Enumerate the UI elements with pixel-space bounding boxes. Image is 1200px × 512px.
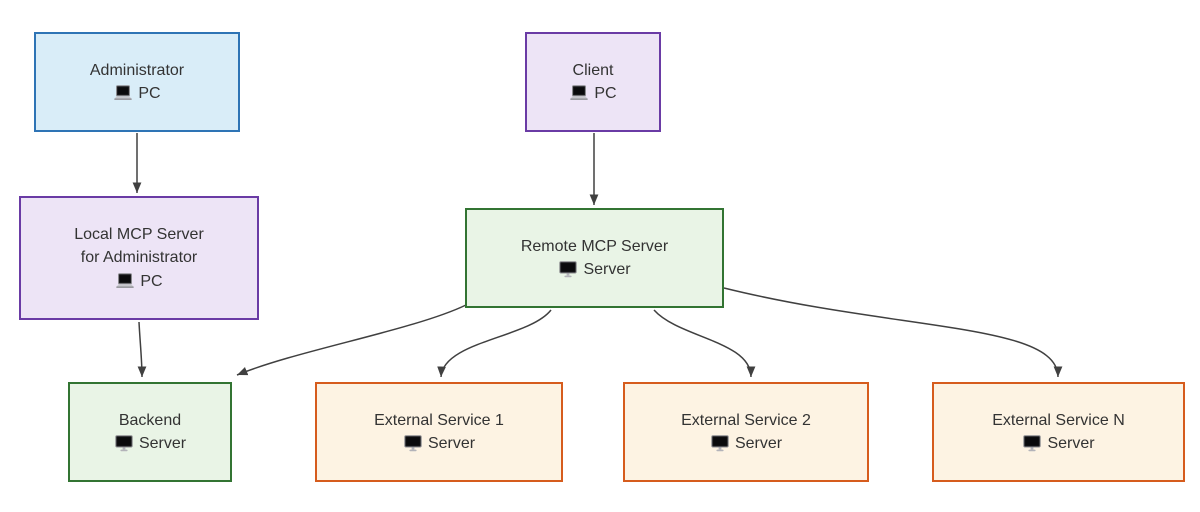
node-title-line: External Service N	[992, 411, 1125, 429]
laptop-icon	[115, 272, 135, 290]
node-title-line: for Administrator	[80, 249, 198, 267]
node-external-service-n: External Service N Server	[932, 382, 1185, 482]
node-device-row: PC	[115, 270, 163, 293]
device-label: PC	[140, 272, 163, 290]
node-title-line: Administrator	[89, 61, 185, 79]
monitor-icon	[114, 435, 134, 452]
monitor-icon	[558, 261, 578, 278]
node-title-line: Local MCP Server	[74, 226, 204, 244]
monitor-icon	[1022, 435, 1042, 452]
device-label: Server	[427, 435, 476, 452]
node-external-service-1: External Service 1 Server	[315, 382, 563, 482]
node-external-service-2: External Service 2 Server	[623, 382, 869, 482]
device-label: PC	[138, 85, 161, 102]
device-label: Server	[1047, 435, 1095, 452]
monitor-icon	[710, 435, 730, 452]
node-device-row: PC	[569, 82, 617, 105]
monitor-icon	[403, 435, 423, 452]
laptop-icon	[113, 85, 133, 102]
node-device-row: Server	[1022, 432, 1095, 455]
node-title-line: External Service 1	[374, 411, 504, 429]
edge-remote-mcp-server-to-external-service-n	[723, 287, 1063, 378]
device-label: Server	[734, 435, 783, 452]
device-label: Server	[583, 261, 631, 278]
edge-local-mcp-server-to-backend-server	[137, 321, 147, 378]
edge-remote-mcp-server-to-external-service-2	[653, 309, 756, 378]
device-label: Server	[138, 435, 187, 452]
edge-remote-mcp-server-to-backend-server	[236, 304, 467, 376]
node-device-row: PC	[113, 82, 161, 105]
node-device-row: Server	[114, 432, 186, 455]
device-label: PC	[594, 85, 617, 102]
node-device-row: Server	[710, 432, 782, 455]
laptop-icon	[569, 85, 589, 102]
edge-remote-mcp-server-to-external-service-1	[437, 309, 552, 378]
node-title-line: Client	[572, 61, 614, 79]
node-title-line: Backend	[118, 411, 182, 429]
node-title-line: Remote MCP Server	[520, 237, 669, 255]
node-device-row: Server	[558, 258, 631, 281]
node-device-row: Server	[403, 432, 475, 455]
node-title-line: External Service 2	[681, 411, 811, 429]
